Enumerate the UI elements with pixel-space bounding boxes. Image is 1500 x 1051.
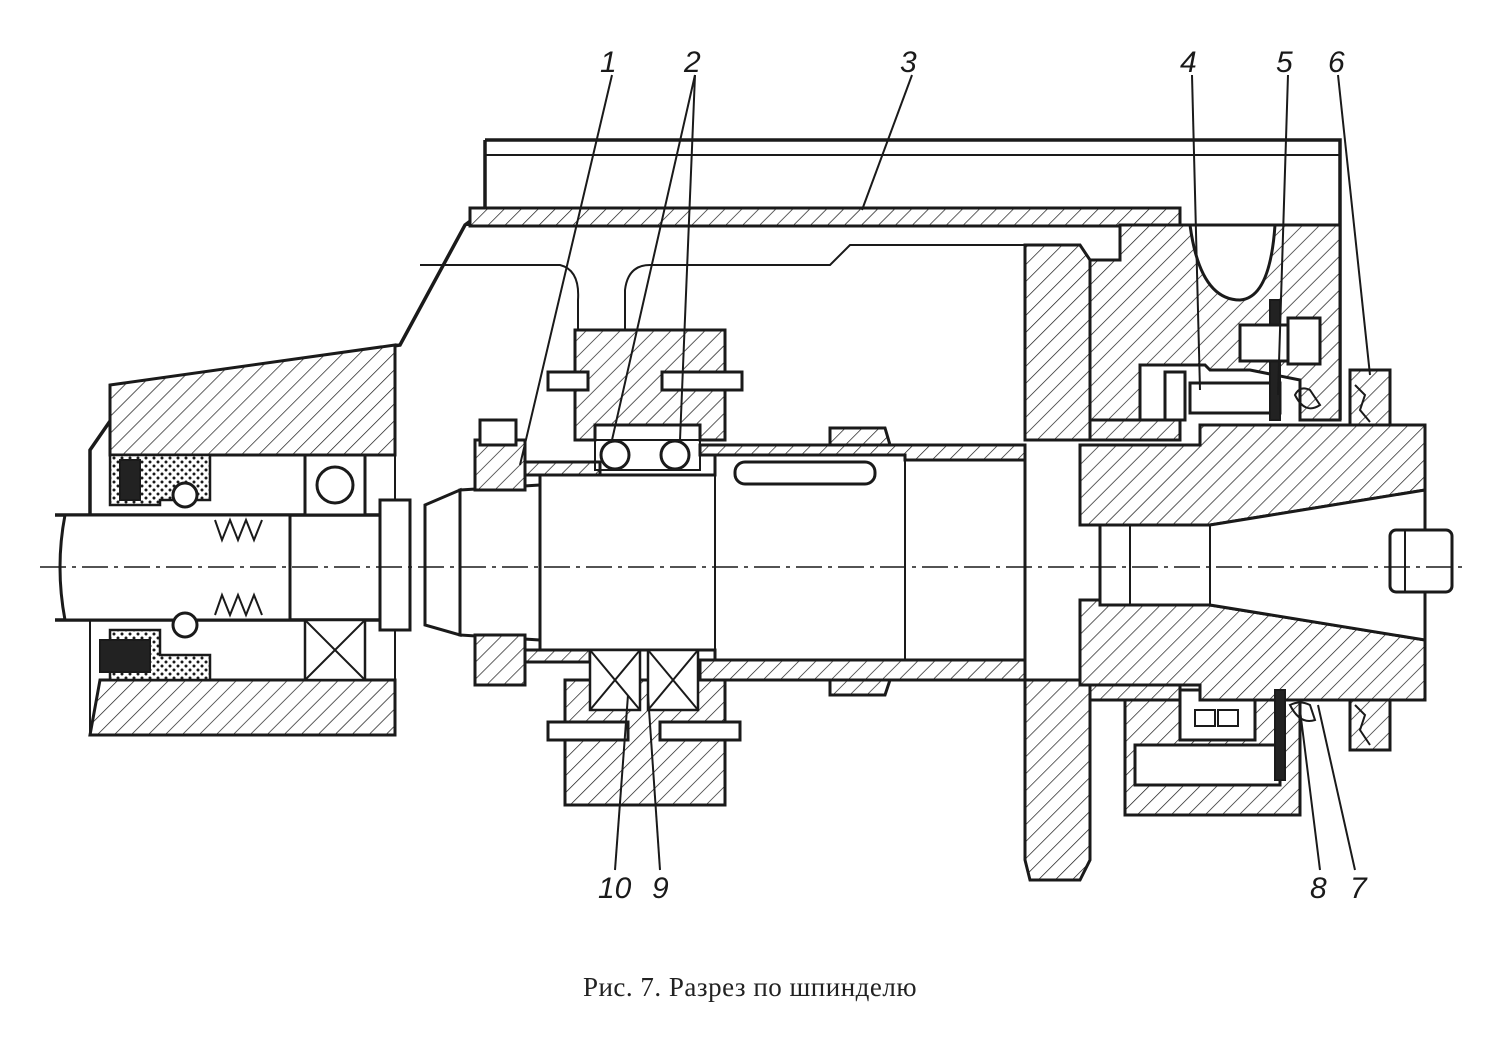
callout-labels: 1 2 3 4 5 6 7 8 9 10 [598,46,1368,905]
gear-disc [1023,243,1182,882]
callout-9: 9 [652,872,669,905]
callout-1: 1 [600,46,617,79]
callout-6: 6 [1328,46,1345,79]
housing [88,138,1342,737]
callout-10: 10 [598,872,632,905]
callout-5: 5 [1276,46,1293,79]
callout-2: 2 [683,46,701,79]
leader-lines [519,74,1371,871]
callout-3: 3 [900,46,917,79]
callout-8: 8 [1310,872,1327,905]
callout-4: 4 [1180,46,1197,79]
seal-group [1163,299,1392,781]
figure-caption: Рис. 7. Разрез по шпинделю [582,972,918,1002]
bearing-housing [473,328,744,807]
callout-7: 7 [1350,872,1368,905]
spindle [378,423,1454,702]
